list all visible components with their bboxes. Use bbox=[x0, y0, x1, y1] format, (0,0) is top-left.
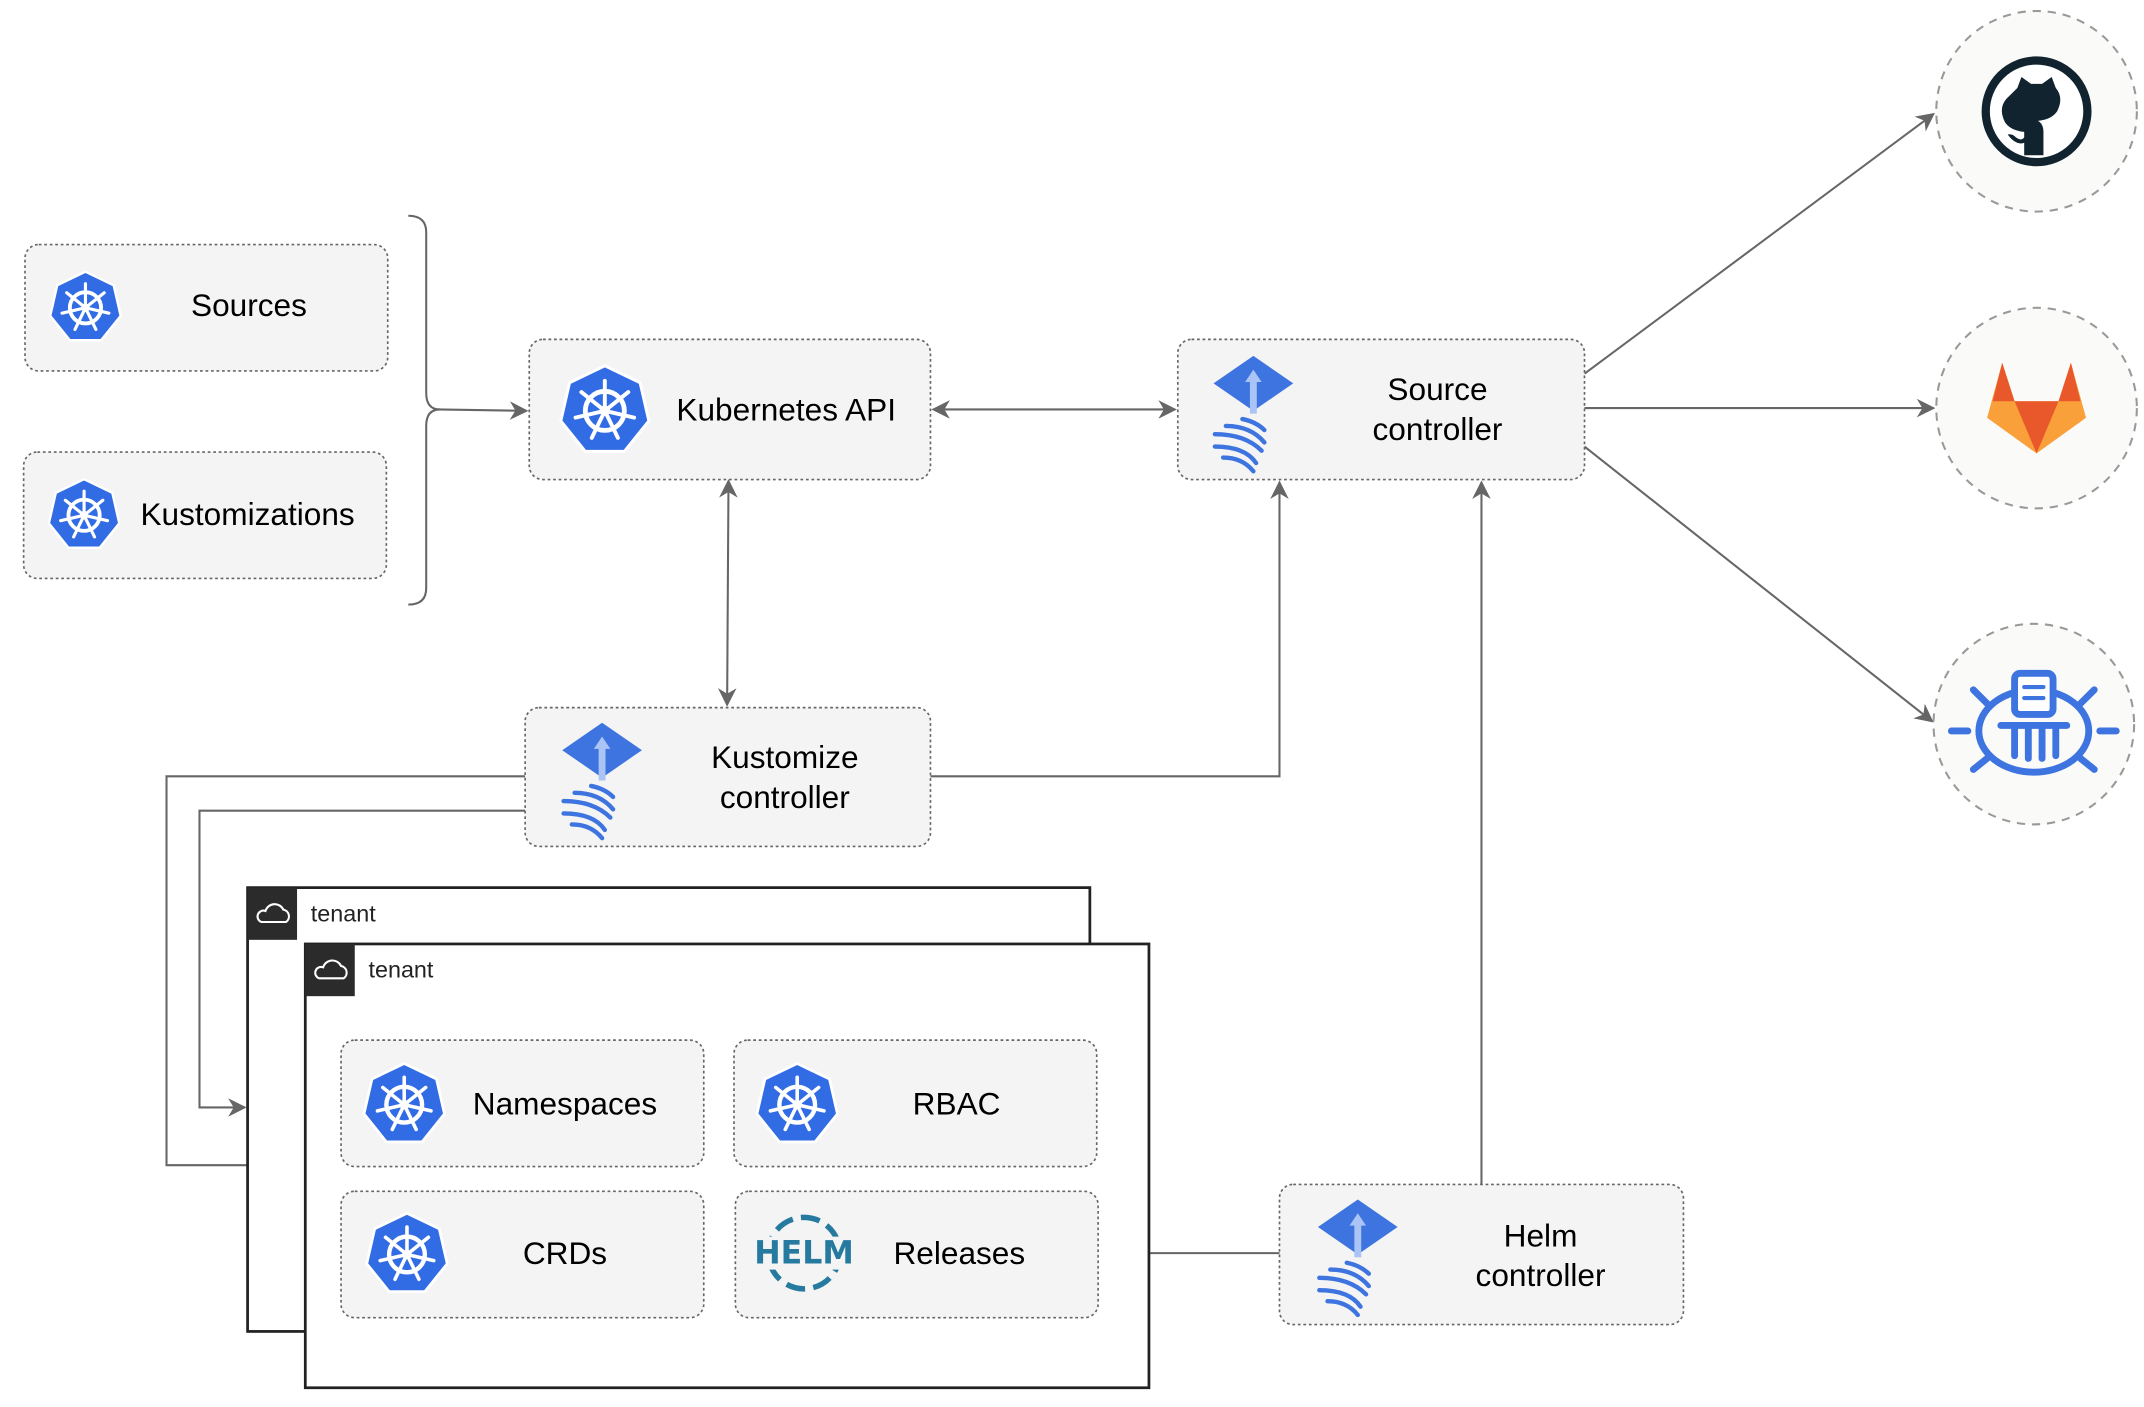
edge-api-kustomize-controller bbox=[717, 479, 738, 707]
sources-node[interactable]: Sources bbox=[24, 243, 389, 372]
input-bracket bbox=[408, 214, 441, 606]
kustomize-controller-label-line1: Kustomize bbox=[711, 739, 858, 775]
helm-icon: HELM bbox=[754, 1214, 854, 1292]
cloud-icon bbox=[314, 959, 348, 980]
kustomize-controller-node[interactable]: Kustomize controller bbox=[524, 706, 932, 848]
edge-kustomize-to-tenant-2 bbox=[165, 775, 526, 1175]
rbac-label: RBAC bbox=[913, 1085, 1001, 1121]
helm-controller-label-line2: controller bbox=[1476, 1257, 1606, 1293]
svg-text:HELM: HELM bbox=[754, 1235, 854, 1271]
github-node[interactable] bbox=[1935, 9, 2138, 213]
crds-node[interactable]: CRDs bbox=[340, 1190, 705, 1319]
edge-kustomize-to-tenant-1 bbox=[198, 809, 526, 1117]
tenant-label: tenant bbox=[369, 957, 434, 983]
edge-source-to-registry bbox=[1583, 445, 1934, 723]
kustomize-controller-label-line2: controller bbox=[720, 779, 850, 815]
namespaces-node[interactable]: Namespaces bbox=[340, 1039, 705, 1168]
github-icon bbox=[1981, 56, 2092, 167]
kustomizations-label: Kustomizations bbox=[140, 496, 354, 532]
gitlab-node[interactable] bbox=[1935, 306, 2138, 510]
edge-source-to-github bbox=[1583, 112, 1936, 375]
kubernetes-api-label: Kubernetes API bbox=[676, 392, 896, 428]
releases-node[interactable]: HELM Releases bbox=[734, 1190, 1099, 1319]
namespaces-label: Namespaces bbox=[473, 1085, 657, 1121]
edge-kustomize-to-source bbox=[930, 480, 1289, 778]
tenant-label: tenant bbox=[311, 900, 376, 926]
source-controller-label-line1: Source bbox=[1387, 371, 1487, 407]
sources-label: Sources bbox=[191, 287, 307, 323]
releases-label: Releases bbox=[893, 1235, 1025, 1271]
harbor-registry-icon bbox=[1947, 669, 2120, 776]
helm-controller-node[interactable]: Helm controller bbox=[1278, 1183, 1685, 1326]
crds-label: CRDs bbox=[523, 1235, 607, 1271]
gitlab-icon bbox=[1987, 362, 2087, 454]
helm-controller-label-line1: Helm bbox=[1504, 1217, 1578, 1253]
cloud-icon bbox=[256, 903, 290, 924]
edge-inputs-to-api bbox=[437, 401, 529, 420]
kustomizations-node[interactable]: Kustomizations bbox=[22, 451, 388, 580]
registry-node[interactable] bbox=[1932, 622, 2136, 826]
rbac-node[interactable]: RBAC bbox=[733, 1039, 1098, 1168]
source-controller-label-line2: controller bbox=[1373, 411, 1503, 447]
kubernetes-api-node[interactable]: Kubernetes API bbox=[528, 338, 932, 481]
source-controller-node[interactable]: Source controller bbox=[1176, 338, 1586, 481]
